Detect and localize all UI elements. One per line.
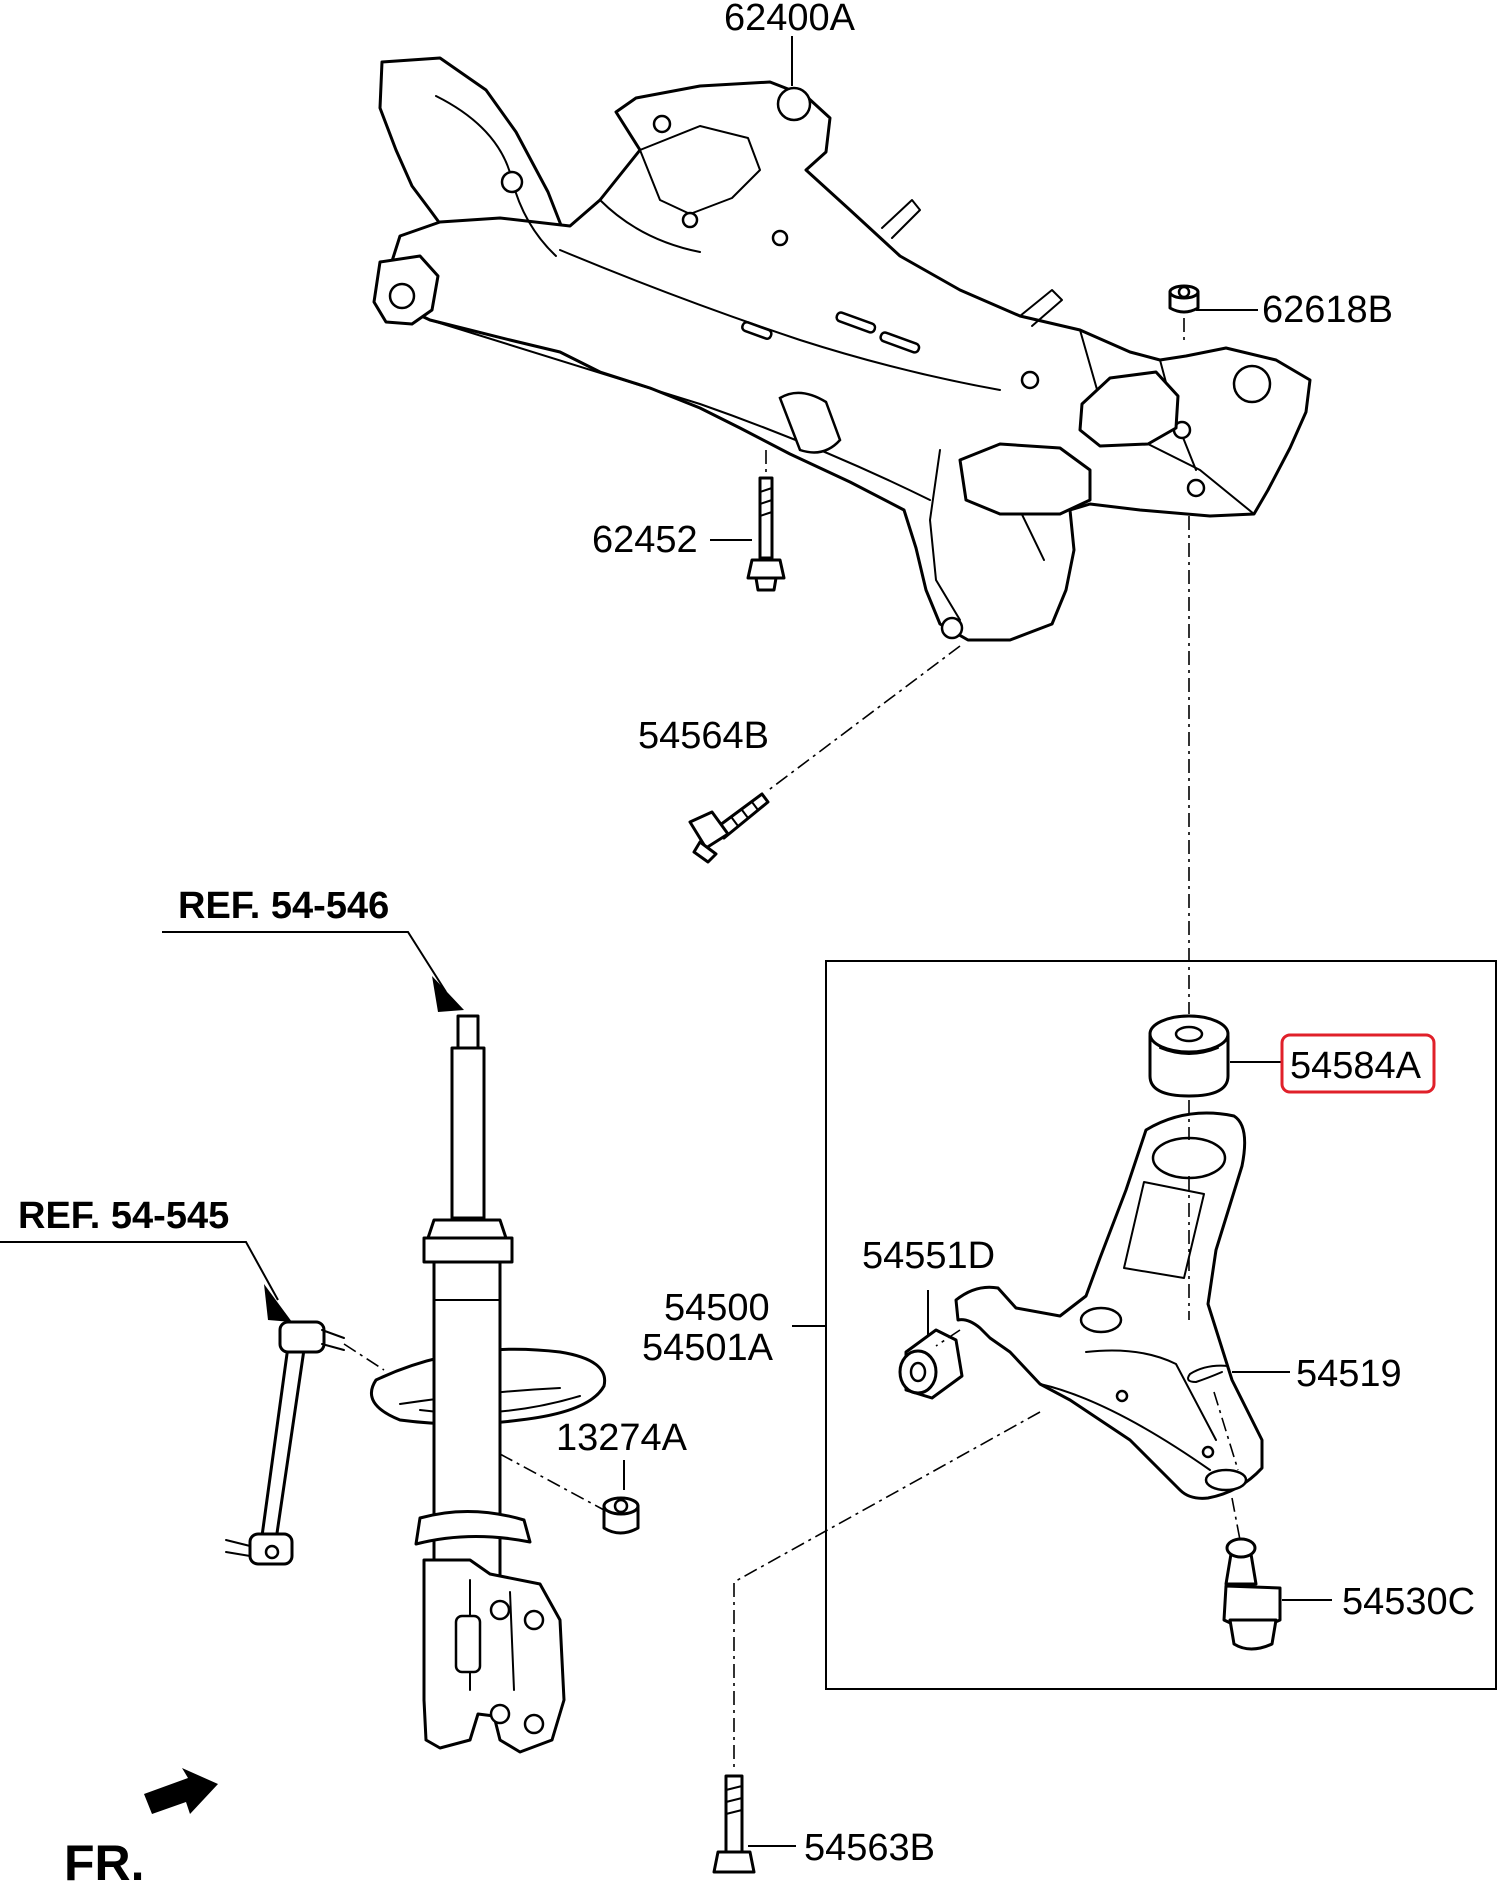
label-subframe-nut[interactable]: 62618B xyxy=(1262,289,1393,331)
label-lower-arm-2[interactable]: 54501A xyxy=(642,1327,774,1369)
direction-label: FR. xyxy=(64,1835,145,1885)
strut-nut-drawing xyxy=(602,1496,640,1535)
front-direction-arrow xyxy=(144,1768,218,1814)
subframe-nut-drawing xyxy=(1168,284,1200,314)
label-subframe[interactable]: 62400A xyxy=(724,0,856,39)
label-rear-bushing[interactable]: 54584A xyxy=(1290,1045,1422,1087)
subframe-drawing xyxy=(372,56,1312,642)
label-ref-stabilizer-link[interactable]: REF. 54-545 xyxy=(18,1195,229,1237)
ball-joint-drawing xyxy=(1222,1537,1282,1651)
label-ball-joint[interactable]: 54530C xyxy=(1342,1581,1475,1623)
label-ref-strut[interactable]: REF. 54-546 xyxy=(178,885,389,927)
mount-bolt-drawing xyxy=(688,792,770,864)
alignment-lines xyxy=(343,318,1241,1770)
label-arm-bolt[interactable]: 54563B xyxy=(804,1827,935,1869)
ref-strut-arrowhead xyxy=(432,976,464,1012)
leader-lines xyxy=(0,36,1332,1847)
highlight-box xyxy=(1280,1033,1436,1094)
label-subframe-bolt[interactable]: 62452 xyxy=(592,519,698,561)
label-front-bushing[interactable]: 54551D xyxy=(862,1235,995,1277)
label-lower-arm-1[interactable]: 54500 xyxy=(664,1287,770,1329)
lower-arm-drawing xyxy=(954,1111,1264,1500)
label-mount-bolt[interactable]: 54564B xyxy=(638,715,769,757)
stabilizer-link-drawing xyxy=(225,1320,345,1566)
label-snap-ring[interactable]: 54519 xyxy=(1296,1353,1402,1395)
snap-ring-drawing xyxy=(1187,1364,1229,1383)
strut-drawing xyxy=(370,1014,607,1754)
front-bushing-drawing xyxy=(898,1328,964,1400)
label-strut-nut[interactable]: 13274A xyxy=(556,1417,688,1459)
ref-link-arrowhead xyxy=(264,1284,292,1322)
rear-bushing-drawing xyxy=(1148,1014,1230,1098)
subframe-bolt-drawing xyxy=(746,476,786,592)
arm-bolt-drawing xyxy=(712,1774,756,1874)
